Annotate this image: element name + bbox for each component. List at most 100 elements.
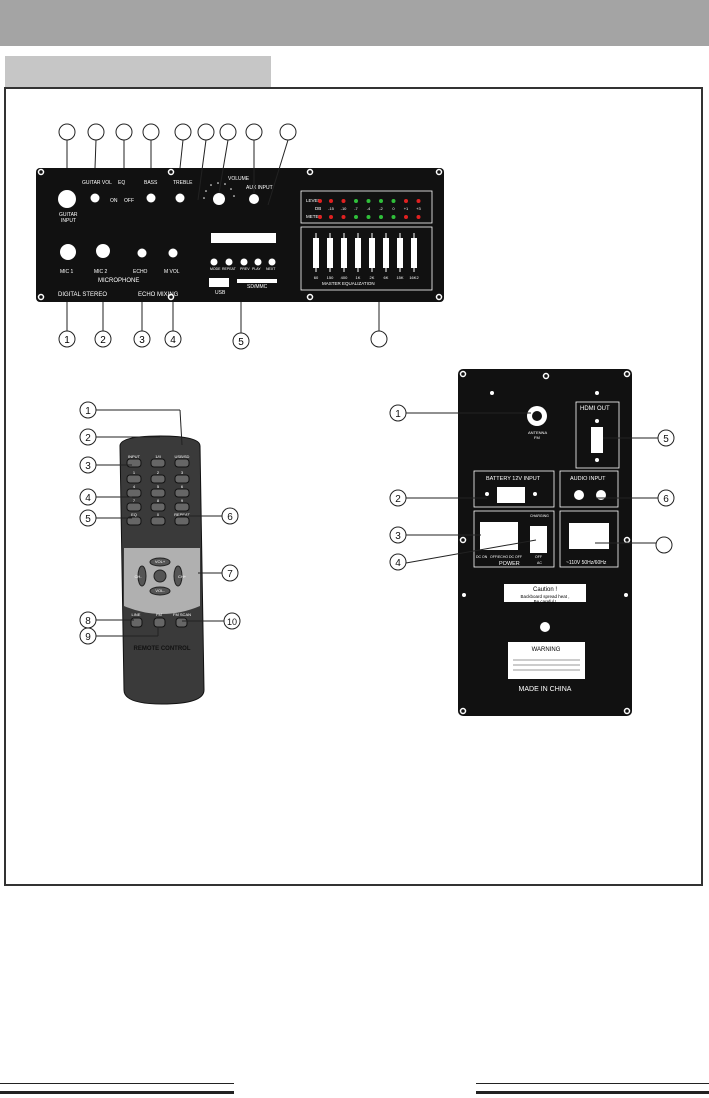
ac-socket bbox=[569, 523, 609, 549]
bass-label: BASS bbox=[144, 180, 158, 186]
eq-label: EQ bbox=[118, 180, 125, 186]
usb-port bbox=[209, 278, 229, 287]
warning-title: WARNING bbox=[532, 647, 561, 653]
play-pause-label: PLAY bbox=[252, 267, 261, 271]
remote-key-label: USB/SD bbox=[175, 454, 190, 459]
remote-key-label: 5 bbox=[157, 484, 160, 489]
caution-title: Caution ! bbox=[533, 587, 557, 593]
back-callout-5: 5 bbox=[663, 434, 669, 445]
remote-key bbox=[174, 458, 190, 468]
guitar-input-label: GUITAR bbox=[59, 212, 78, 218]
db-value: -4 bbox=[367, 206, 371, 211]
level-meter-box bbox=[300, 190, 433, 224]
front-callout-2: 2 bbox=[100, 335, 106, 346]
db-value: -15 bbox=[328, 206, 335, 211]
front-top-callouts bbox=[58, 123, 297, 206]
ac-label: AC bbox=[537, 561, 542, 565]
led-indicator bbox=[329, 199, 333, 203]
power-box bbox=[473, 510, 555, 568]
remote-fm-label: FM bbox=[156, 612, 162, 617]
caution-text: Backboard spread heat , bbox=[520, 594, 569, 599]
led-indicator bbox=[366, 215, 371, 219]
db-value: -2 bbox=[379, 206, 383, 211]
off-echo-label: OFF/ECHO bbox=[490, 555, 508, 559]
remote-key bbox=[126, 516, 142, 526]
eq-slider bbox=[411, 238, 417, 268]
remote-callout-7: 7 bbox=[227, 569, 233, 580]
callout-circle bbox=[115, 123, 133, 141]
callout-leader bbox=[197, 139, 207, 201]
remote-key-label: 1/II bbox=[155, 454, 161, 459]
next-label: NEXT bbox=[266, 267, 276, 271]
remote-key bbox=[174, 516, 190, 526]
remote-key-label: 0 bbox=[157, 512, 160, 517]
led-indicator bbox=[354, 199, 358, 203]
remote-callout-8: 8 bbox=[85, 616, 91, 627]
caution-label-box bbox=[504, 584, 586, 602]
footer-rule-left-thin bbox=[0, 1083, 234, 1084]
volume-label: VOLUME bbox=[228, 176, 250, 182]
led-indicator bbox=[404, 199, 408, 203]
remote-key bbox=[126, 458, 142, 468]
led-indicator bbox=[416, 215, 421, 219]
battery-label: BATTERY 12V INPUT bbox=[486, 476, 541, 482]
mic1-jack bbox=[60, 244, 76, 260]
vol-down-label: VOL- bbox=[155, 588, 165, 593]
remote-key-label: 3 bbox=[181, 470, 184, 475]
guitar-input-jack bbox=[58, 190, 76, 208]
back-callout-2: 2 bbox=[395, 494, 401, 505]
remote-key-label: 2 bbox=[157, 470, 160, 475]
ac-switch bbox=[530, 526, 547, 553]
callout-leader bbox=[218, 139, 229, 194]
power-label: POWER bbox=[499, 561, 520, 567]
usb-label: USB bbox=[215, 290, 226, 296]
remote-key bbox=[150, 488, 166, 498]
back-callout-1: 1 bbox=[395, 409, 401, 420]
volume-knob bbox=[213, 193, 225, 205]
eq-slider bbox=[397, 238, 403, 268]
led-indicator bbox=[416, 199, 421, 203]
display-window bbox=[211, 233, 276, 243]
front-panel: GUITAR VOL EQ BASS TREBLE VOLUME AUX INP… bbox=[36, 168, 444, 302]
eq-freq-label: 15K bbox=[396, 275, 403, 280]
remote-key bbox=[150, 458, 166, 468]
callout-leader bbox=[179, 139, 184, 169]
back-callout-6: 6 bbox=[663, 494, 669, 505]
led-indicator bbox=[379, 215, 383, 219]
ac-box bbox=[559, 510, 619, 568]
led-indicator bbox=[341, 215, 346, 219]
eq-freq-label: 6K bbox=[384, 275, 389, 280]
back-panel: ANTENNA FM HDMI OUT BATTERY 12V INPUT AU… bbox=[389, 369, 675, 716]
mvol-knob bbox=[168, 248, 178, 258]
callout-circle bbox=[279, 123, 297, 141]
eq-freq-label: 150 bbox=[327, 275, 334, 280]
remote-key-label: 4 bbox=[133, 484, 136, 489]
antenna-label: ANTENNA bbox=[528, 430, 547, 435]
remote-key-label: 9 bbox=[181, 498, 184, 503]
remote-key-label: INPUT bbox=[128, 454, 141, 459]
off-label: OFF bbox=[535, 555, 542, 559]
callout-circle bbox=[87, 123, 105, 141]
dc-on-label: DC ON bbox=[476, 555, 488, 559]
remote-key-label: 1 bbox=[133, 470, 136, 475]
led-indicator bbox=[318, 199, 322, 203]
footer-rule-right-thick bbox=[476, 1091, 709, 1094]
remote-key-label: 7 bbox=[133, 498, 136, 503]
eq-freq-label: 1K bbox=[356, 275, 361, 280]
eq-slider bbox=[313, 238, 319, 268]
remote-key bbox=[126, 474, 142, 484]
audio-jack-r bbox=[574, 490, 584, 500]
remote-fmscan-label: FM SCAN bbox=[173, 612, 191, 617]
antenna-fm-label: FM bbox=[534, 435, 540, 440]
caution-text-2: Be careful ! bbox=[534, 599, 557, 604]
remote-callout-1: 1 bbox=[85, 406, 91, 417]
remote-callout-5: 5 bbox=[85, 514, 91, 525]
remote-key bbox=[150, 502, 166, 512]
led-indicator bbox=[391, 199, 396, 203]
db-value: -7 bbox=[354, 206, 358, 211]
hdmi-label: HDMI OUT bbox=[580, 406, 610, 412]
db-value: 0 bbox=[392, 206, 395, 211]
bass-knob bbox=[146, 193, 156, 203]
